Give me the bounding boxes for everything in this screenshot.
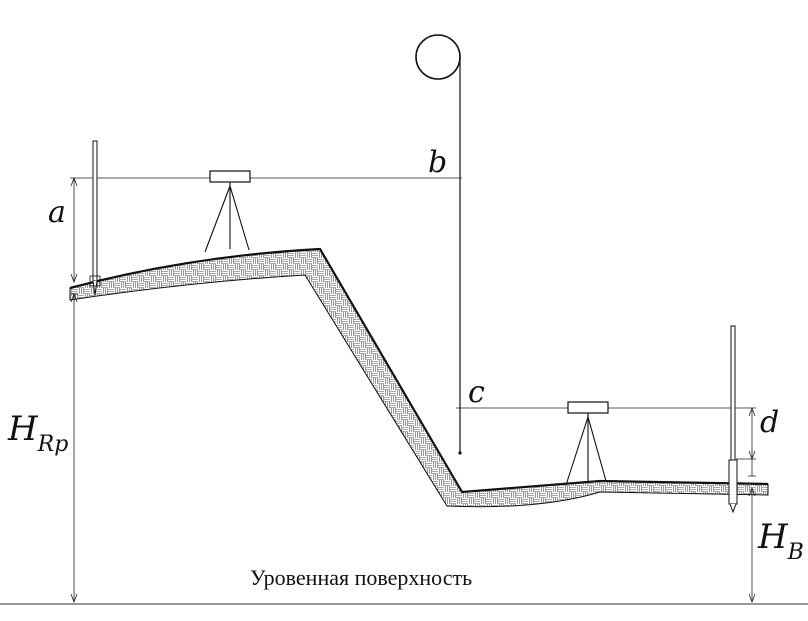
- label-h-b-subscript: B: [787, 540, 804, 565]
- label-c: c: [468, 375, 485, 410]
- label-b: b: [428, 145, 447, 180]
- label-h-rp-main: H: [7, 409, 39, 449]
- label-d: d: [760, 405, 779, 440]
- ground-profile: [69, 248, 769, 508]
- level-surface-label: Уровенная поверхность: [250, 565, 472, 590]
- level-instrument-left-icon: [204, 170, 251, 253]
- dimension-d: [748, 406, 756, 477]
- label-h-rp: HRp: [7, 409, 68, 457]
- label-a: a: [48, 195, 66, 230]
- plumb-weight: [458, 451, 462, 455]
- label-h-b: HB: [757, 517, 804, 565]
- dimension-h-b: [748, 486, 756, 604]
- pulley-icon: [415, 34, 461, 80]
- level-instrument-right-icon: [565, 401, 609, 486]
- dimension-a: [70, 176, 78, 284]
- label-h-b-main: H: [757, 517, 789, 557]
- dimension-h-rp: [70, 292, 78, 604]
- leveling-rod-left-icon: [89, 140, 101, 296]
- label-h-rp-subscript: Rp: [37, 432, 69, 457]
- leveling-rod-right-icon: [728, 325, 756, 514]
- ground-top-edge: [69, 247, 769, 494]
